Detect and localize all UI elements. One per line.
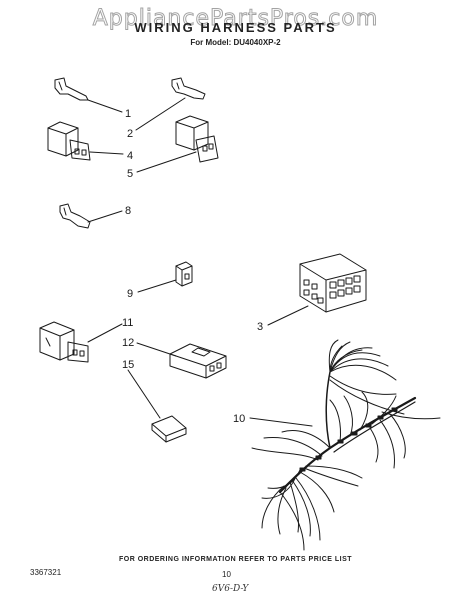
clip-part-9 <box>175 261 193 287</box>
leader-line-11 <box>87 323 123 343</box>
leader-line-5 <box>136 151 197 173</box>
handwritten-note: 6V6-D-Y <box>212 584 249 594</box>
bracket-connector-part-12 <box>169 343 227 379</box>
callout-10: 10 <box>233 413 245 425</box>
callout-15: 15 <box>122 359 134 371</box>
model-label: For Model: DU4040XP-2 <box>190 38 281 47</box>
callout-11: 11 <box>122 317 133 329</box>
callout-5: 5 <box>127 168 133 180</box>
leader-line-9 <box>137 279 177 293</box>
ordering-note: FOR ORDERING INFORMATION REFER TO PARTS … <box>118 556 353 563</box>
connector-block-part-3 <box>299 253 367 313</box>
leader-line-8 <box>87 210 123 223</box>
terminal-part-2 <box>171 77 206 100</box>
watermark: AppliancePartsPros.com <box>92 6 379 32</box>
wiring-harness-part-10 <box>251 339 441 551</box>
connector-housing-part-11 <box>39 321 89 363</box>
terminal-part-1 <box>54 77 89 101</box>
terminal-part-8 <box>59 203 91 229</box>
part-number: 3367321 <box>30 568 62 577</box>
pad-part-15 <box>151 415 187 443</box>
page-number: 10 <box>222 570 231 579</box>
callout-8: 8 <box>125 205 131 217</box>
leader-line-3 <box>267 305 309 326</box>
leader-line-1 <box>87 99 123 113</box>
connector-housing-part-4 <box>47 121 91 161</box>
callout-2: 2 <box>127 128 133 140</box>
page-title: WIRING HARNESS PARTS <box>134 20 337 35</box>
callout-4: 4 <box>127 150 133 162</box>
leader-line-2 <box>135 97 186 131</box>
leader-line-4 <box>89 151 124 155</box>
leader-line-15 <box>127 369 161 419</box>
leader-line-10 <box>249 417 313 427</box>
callout-3: 3 <box>257 321 263 333</box>
connector-housing-part-5 <box>175 115 219 163</box>
callout-12: 12 <box>122 337 134 349</box>
leader-line-12 <box>136 342 177 357</box>
callout-9: 9 <box>127 288 133 300</box>
callout-1: 1 <box>125 108 131 120</box>
